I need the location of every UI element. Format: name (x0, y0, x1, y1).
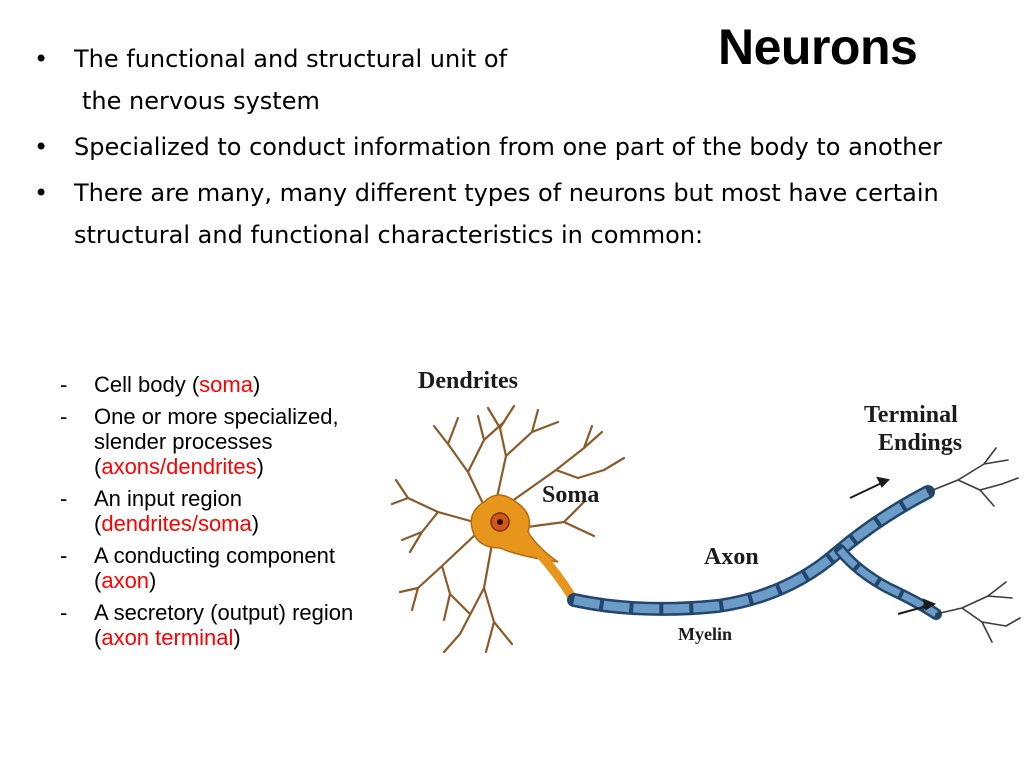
dash-marker: - (60, 372, 68, 397)
dash-marker: - (60, 543, 68, 568)
dash-marker: - (60, 404, 68, 429)
item-text: A secretory (output) region ( (94, 600, 354, 650)
item-text-end: ) (233, 625, 241, 650)
highlight-term: axons/dendrites (101, 454, 257, 479)
bullet-dot: • (34, 133, 49, 161)
label-myelin: Myelin (678, 624, 732, 644)
bullet-item: • Specialized to conduct information fro… (30, 126, 990, 168)
bullet-item: • There are many, many different types o… (30, 172, 990, 256)
item-text: An input region ( (94, 486, 242, 536)
characteristic-item: - An input region (dendrites/soma) (58, 486, 378, 536)
label-endings: Endings (878, 430, 962, 456)
characteristic-item: - A conducting component (axon) (58, 543, 378, 593)
label-axon: Axon (704, 544, 759, 570)
item-text-end: ) (256, 454, 264, 479)
dash-marker: - (60, 486, 68, 511)
dash-marker: - (60, 600, 68, 625)
item-text: A conducting component ( (94, 543, 335, 593)
highlight-term: axon terminal (101, 625, 234, 650)
highlight-term: axon (101, 568, 150, 593)
item-text: One or more specialized, slender process… (94, 404, 339, 479)
label-dendrites: Dendrites (418, 368, 518, 394)
characteristic-item: - Cell body (soma) (58, 372, 378, 397)
neuron-diagram: Dendrites Soma Terminal Endings Axon Mye… (388, 352, 1024, 768)
characteristic-item: - A secretory (output) region (axon termi… (58, 600, 378, 650)
direction-arrows (849, 476, 937, 615)
bullet-list: • The functional and structural unit of … (30, 38, 990, 260)
dendrites (390, 404, 626, 654)
item-text: Cell body ( (94, 372, 200, 397)
characteristics-list: - Cell body (soma) - One or more specializ… (58, 372, 378, 657)
label-soma: Soma (542, 482, 599, 508)
terminal-endings (927, 447, 1021, 643)
axon-hillock (533, 547, 579, 605)
characteristic-item: - One or more specialized, slender proces… (58, 404, 378, 479)
bullet-item: • The functional and structural unit of … (30, 38, 634, 122)
item-text-end: ) (251, 511, 260, 536)
item-text-end: ) (149, 568, 157, 593)
neuron-illustration: Dendrites Soma Terminal Endings Axon Mye… (390, 368, 1021, 654)
label-terminal: Terminal (864, 402, 958, 428)
item-text-end: ) (252, 372, 261, 397)
highlight-term: dendrites/soma (101, 511, 252, 536)
bullet-dot: • (34, 179, 49, 207)
bullet-text: Specialized to conduct information from … (74, 133, 942, 161)
bullet-dot: • (34, 45, 49, 73)
slide-title: Neurons (718, 19, 918, 75)
bullet-text-continued: the nervous system (82, 87, 320, 115)
bullet-text: There are many, many different types of … (74, 179, 939, 249)
highlight-term: soma (199, 372, 253, 397)
soma (470, 494, 559, 563)
bullet-text: The functional and structural unit of (74, 45, 508, 73)
